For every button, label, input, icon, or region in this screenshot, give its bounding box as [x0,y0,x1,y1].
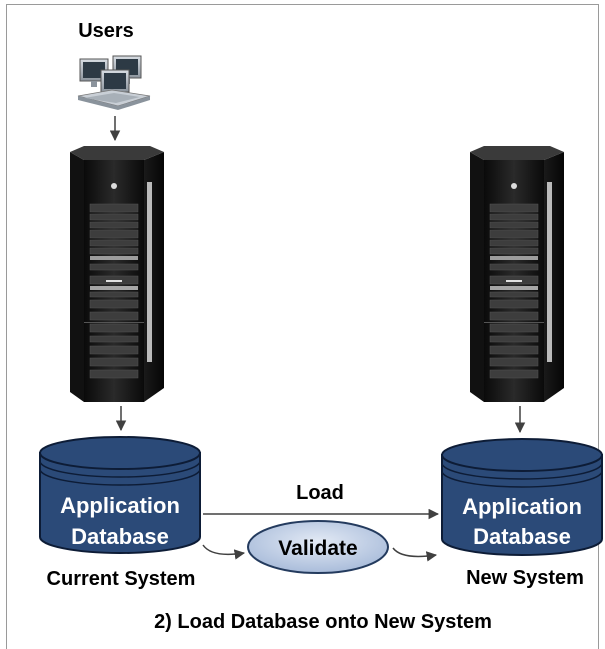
validate-node [247,520,389,574]
new-system-label: New System [466,567,584,589]
load-label: Load [296,482,344,504]
computers-icon [77,55,151,110]
current-db-label-line1: Application [60,493,180,518]
users-label: Users [78,20,134,42]
validate-to-db-arrow [392,547,438,562]
current-system-label: Current System [47,568,196,590]
new-db-label-line1: Application [462,494,582,519]
new-db-label-line2: Database [473,524,571,549]
current-server-rack-icon [69,145,165,403]
new-server-rack-icon [469,145,565,403]
diagram-caption: 2) Load Database onto New System [154,611,492,633]
db-to-validate-arrow [202,544,246,560]
validate-label: Validate [278,537,357,560]
current-db-label-line2: Database [71,524,169,549]
diagram-frame [6,4,599,649]
